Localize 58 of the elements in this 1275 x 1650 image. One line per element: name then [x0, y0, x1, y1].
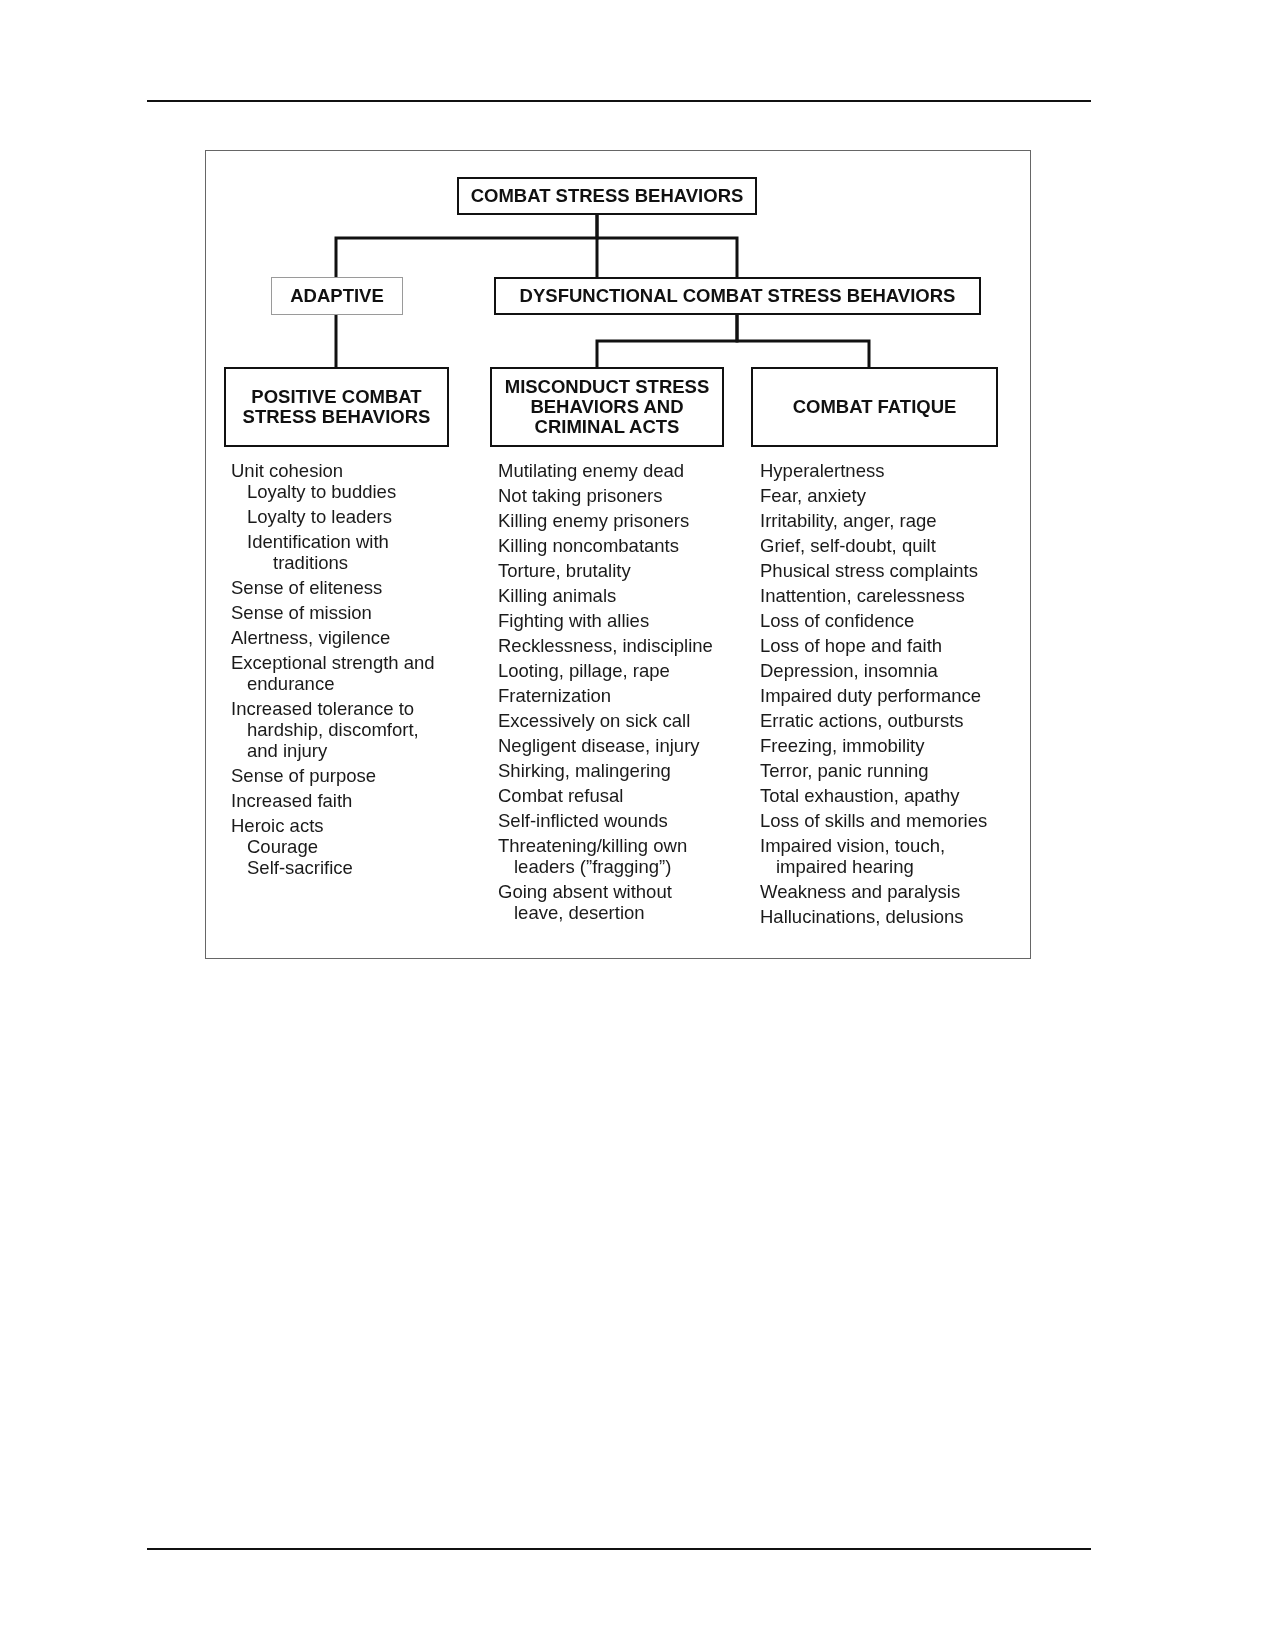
behavior-list-item: Not taking prisoners: [498, 485, 663, 506]
behavior-list-item: Combat refusal: [498, 785, 624, 806]
behavior-list-item: Going absent without leave, desertion: [498, 881, 673, 923]
behavior-list-item: Irritability, anger, rage: [760, 510, 937, 531]
behavior-list-item: Torture, brutality: [498, 560, 631, 581]
behavior-list-item: Hyperalertness: [760, 460, 885, 481]
behavior-list-item: Erratic actions, outbursts: [760, 710, 964, 731]
category-heading-box: MISCONDUCT STRESS BEHAVIORS AND CRIMINAL ACTS: [490, 367, 724, 447]
behavior-list-item: Recklessness, indiscipline: [498, 635, 713, 656]
connector-line: [735, 315, 871, 367]
behavior-list-item: Shirking, malingering: [498, 760, 671, 781]
behavior-list-item: Loss of hope and faith: [760, 635, 943, 656]
behavior-list-item: Impaired vision, touch, impaired hearing: [760, 835, 947, 877]
category-heading-box: DYSFUNCTIONAL COMBAT STRESS BEHAVIORS: [494, 277, 981, 315]
behavior-list-item: Alertness, vigilence: [231, 627, 391, 648]
behavior-list-item: Fraternization: [498, 685, 612, 706]
behavior-list-item: Exceptional strength and endurance: [231, 652, 436, 694]
behavior-list-item: Threatening/killing own leaders (”fragging”): [498, 835, 689, 877]
behavior-list-item: Increased tolerance to hardship, discomfort, and injury: [231, 698, 420, 761]
category-heading-box: ADAPTIVE: [271, 277, 403, 315]
behavior-list-item: Self-sacrifice: [246, 857, 353, 878]
behavior-list-item: Loyalty to buddies: [246, 481, 397, 502]
behavior-list-item: Inattention, carelessness: [760, 585, 965, 606]
category-heading-box: COMBAT FATIQUE: [751, 367, 998, 447]
behavior-list-item: Mutilating enemy dead: [498, 460, 685, 481]
behavior-list-item: Killing noncombatants: [498, 535, 679, 556]
category-heading-box: POSITIVE COMBAT STRESS BEHAVIORS: [224, 367, 449, 447]
behavior-list-item: Hallucinations, delusions: [760, 906, 964, 927]
behavior-list-item: Sense of purpose: [231, 765, 377, 786]
behavior-list-item: Sense of mission: [231, 602, 372, 623]
connector-line: [595, 213, 739, 279]
behavior-list-item: Killing animals: [498, 585, 617, 606]
behavior-list-item: Fighting with allies: [498, 610, 650, 631]
behavior-list-item: Self-inflicted wounds: [498, 810, 668, 831]
behavior-list-item: Phusical stress complaints: [760, 560, 978, 581]
behavior-list-item: Killing enemy prisoners: [498, 510, 690, 531]
behavior-list-item: Loyalty to leaders: [246, 506, 392, 527]
behavior-list-item: Excessively on sick call: [498, 710, 691, 731]
behavior-list-item: Weakness and paralysis: [760, 881, 961, 902]
behavior-list-item: Identification with traditions: [246, 531, 390, 573]
behavior-list-item: Fear, anxiety: [760, 485, 866, 506]
category-heading-box: COMBAT STRESS BEHAVIORS: [457, 177, 757, 215]
behavior-list-item: Impaired duty performance: [760, 685, 982, 706]
behavior-list-item: Loss of skills and memories: [760, 810, 988, 831]
behavior-list-item: Loss of confidence: [760, 610, 915, 631]
behavior-list-item: Unit cohesion: [231, 460, 344, 481]
behavior-list-item: Terror, panic running: [760, 760, 929, 781]
behavior-list-item: Total exhaustion, apathy: [760, 785, 960, 806]
behavior-list-item: Courage: [246, 836, 318, 857]
behavior-list-item: Depression, insomnia: [760, 660, 938, 681]
behavior-list-item: Grief, self-doubt, quilt: [760, 535, 936, 556]
behavior-list-item: Heroic acts: [231, 815, 324, 836]
connector-line: [334, 315, 338, 367]
behavior-list-item: Negligent disease, injury: [498, 735, 700, 756]
behavior-list-item: Freezing, immobility: [760, 735, 925, 756]
behavior-list-item: Sense of eliteness: [231, 577, 383, 598]
behavior-list-item: Looting, pillage, rape: [498, 660, 670, 681]
behavior-list-item: Increased faith: [231, 790, 353, 811]
